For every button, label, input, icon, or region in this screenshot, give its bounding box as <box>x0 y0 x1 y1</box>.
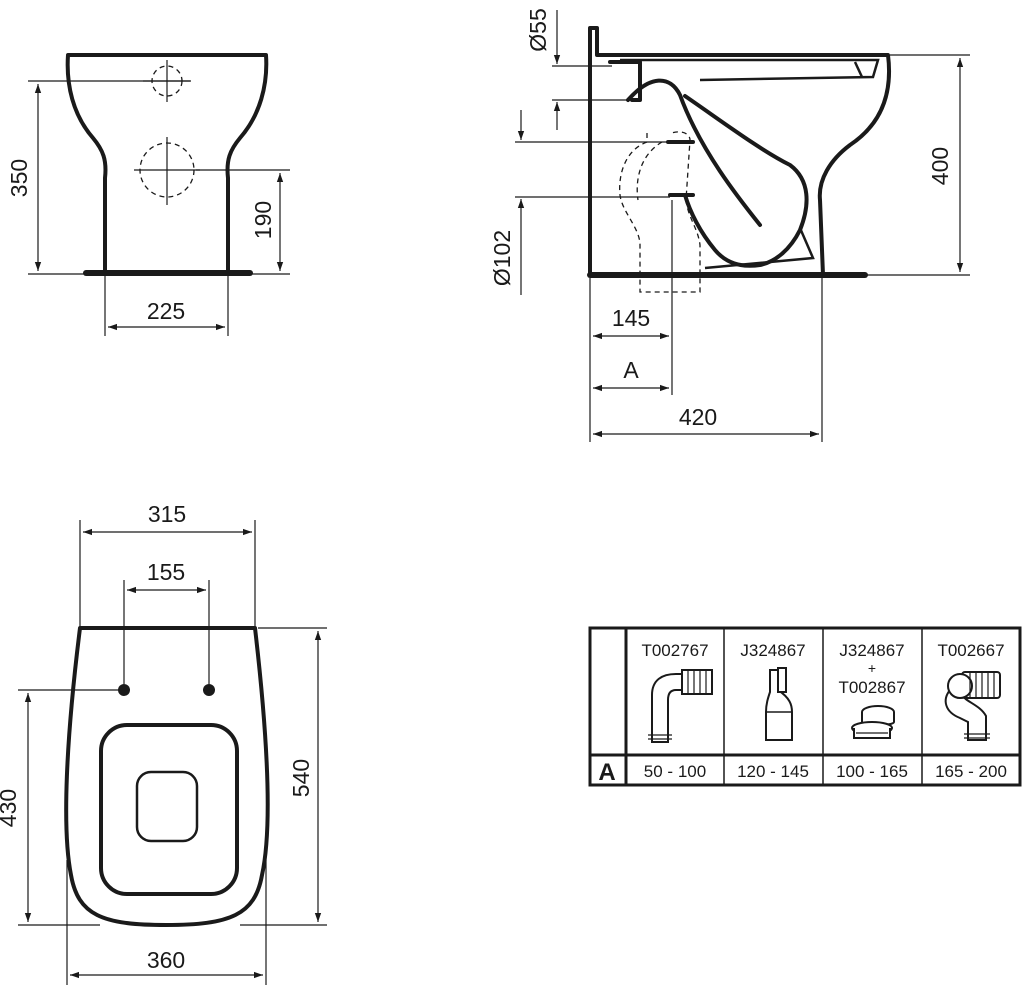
plus-sign: + <box>868 660 876 676</box>
offset-connector-icon <box>765 667 793 741</box>
dim-height-350: 350 <box>6 159 32 197</box>
range-165-200: 165 - 200 <box>935 762 1007 781</box>
seat-outline <box>99 723 239 896</box>
code-t002667: T002667 <box>937 641 1004 660</box>
code-t002867: T002867 <box>838 678 905 697</box>
dim-outlet-diameter: Ø102 <box>489 230 515 286</box>
dim-height-400: 400 <box>927 147 953 185</box>
table-row-label-a: A <box>598 759 615 786</box>
connector-ghost <box>619 131 701 293</box>
dim-outlet-height-190: 190 <box>250 201 276 239</box>
top-view: 315 155 430 540 360 <box>0 501 327 985</box>
code-t002767: T002767 <box>641 641 708 660</box>
dim-inlet-diameter: Ø55 <box>525 8 551 51</box>
dim-width-315: 315 <box>148 501 186 527</box>
connector-with-adapter-icon <box>851 705 895 739</box>
dim-length-540: 540 <box>288 759 314 797</box>
dim-base-width-360: 360 <box>147 947 185 973</box>
pan-connector-bend-icon <box>944 671 1001 741</box>
range-50-100: 50 - 100 <box>644 762 706 781</box>
range-120-145: 120 - 145 <box>737 762 809 781</box>
front-view: 350 190 225 <box>6 53 290 336</box>
outlet-circle <box>134 137 200 205</box>
code-j324867: J324867 <box>740 641 805 660</box>
dim-outlet-offset-145: 145 <box>612 305 650 331</box>
range-100-165: 100 - 165 <box>836 762 908 781</box>
seat-inner <box>135 770 199 843</box>
side-view: Ø55 Ø102 400 145 A 420 <box>489 8 970 442</box>
dim-depth-420: 420 <box>679 404 717 430</box>
code-j324867-combo: J324867 <box>839 641 904 660</box>
dim-fixing-spacing-155: 155 <box>147 559 185 585</box>
fixing-hole-left <box>118 684 130 696</box>
fixing-hole-right <box>203 684 215 696</box>
dim-width-225: 225 <box>147 298 185 324</box>
side-view-outline <box>588 26 891 277</box>
dim-fixing-depth-430: 430 <box>0 789 21 827</box>
top-view-outline <box>64 626 270 927</box>
connector-table: A T002767 J324867 J324867 + T002867 T002… <box>588 626 1022 787</box>
dim-variable-a: A <box>623 357 639 383</box>
pan-connector-90-icon <box>648 669 713 743</box>
